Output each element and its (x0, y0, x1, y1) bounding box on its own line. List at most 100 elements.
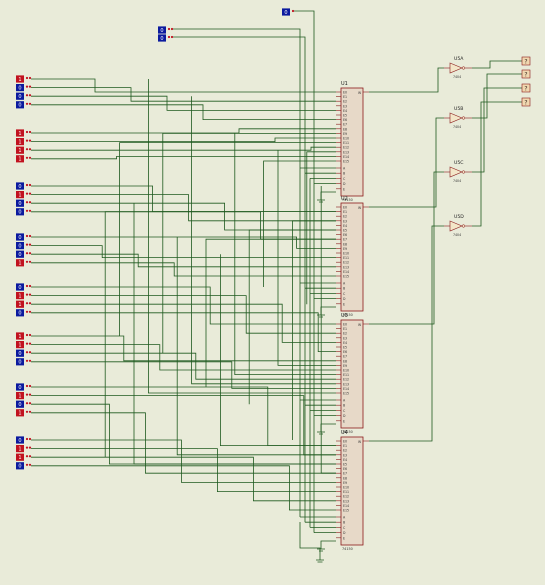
chip-pin-label: E13 (343, 499, 349, 503)
chip-output-label: W (358, 323, 362, 327)
logic-state-source (16, 259, 24, 267)
buffer-bubble (461, 116, 466, 120)
wire (220, 254, 336, 446)
logic-state-value: 0 (160, 28, 163, 34)
wire (31, 185, 336, 212)
chip-pin-label: E7 (343, 355, 347, 359)
logic-state-source (158, 26, 166, 34)
logic-state-value: 0 (18, 85, 21, 91)
pin-dot (25, 384, 29, 388)
chip-pin-label: E11 (343, 490, 349, 494)
pin-dot (28, 302, 32, 305)
pin-dot (25, 359, 29, 362)
logic-state-source (16, 191, 24, 199)
wire (31, 465, 336, 511)
wire (31, 236, 336, 249)
buffer-part: 7404 (453, 179, 461, 183)
probe-symbol: ? (524, 59, 527, 66)
chip-ref: U3 (341, 313, 348, 319)
buffer-bubble (461, 66, 466, 70)
wire (31, 245, 336, 258)
logic-state-source (16, 182, 24, 190)
chip-pin-label: E8 (343, 127, 347, 131)
chip-pin-label: E4 (343, 109, 347, 113)
chip-pin-label: E9 (343, 132, 347, 136)
chip-pin-label: A (343, 516, 346, 520)
wire (31, 211, 336, 240)
logic-state-value: 1 (18, 148, 21, 154)
wire (31, 448, 336, 492)
logic-state-source (16, 283, 24, 291)
chip-pin-label: E4 (343, 341, 347, 345)
chip-pin-label: E2 (343, 100, 347, 104)
logic-state-value: 1 (18, 455, 21, 461)
chip-pin-label: C (343, 409, 346, 413)
chip-pin-label: B (343, 521, 345, 525)
wire (31, 194, 336, 222)
chip-pin-label: E7 (343, 123, 347, 127)
logic-state-value: 0 (18, 184, 21, 190)
chip-pin-label: E10 (343, 137, 349, 141)
pin-dot (25, 183, 29, 187)
chip-pin-label: E11 (343, 141, 349, 145)
pin-dot (25, 234, 29, 238)
logic-state-source (16, 349, 24, 357)
chip-pin-label: E1 (343, 327, 347, 331)
logic-state-value: 0 (18, 351, 21, 357)
chip-output-label: W (358, 91, 362, 95)
chip-pin-label: E3 (343, 219, 347, 223)
pin-dot (25, 455, 29, 458)
pin-dot (25, 148, 29, 151)
chip-pin-label: E7 (343, 238, 347, 242)
wire (31, 352, 336, 380)
chip-pin-label: E0 (343, 323, 347, 327)
chip-pin-label: C (343, 177, 346, 181)
chip-pin-label: E2 (343, 215, 347, 219)
chip-pin-label: E5 (343, 114, 347, 118)
probe-symbol: ? (524, 86, 527, 93)
chip-u4: U4E0E1E2E3E4E5E6E7E8E9E10E11E12E13E14E15… (336, 430, 369, 551)
logic-probe-2: ? (521, 69, 531, 79)
pin-dot (28, 284, 32, 288)
logic-state-source (16, 292, 24, 300)
logic-state-value: 0 (18, 252, 21, 258)
logic-state-source (16, 155, 24, 163)
wire (104, 211, 336, 458)
probe-symbol: ? (524, 100, 527, 107)
chip-u1: U1E0E1E2E3E4E5E6E7E8E9E10E11E12E13E14E15… (336, 81, 369, 202)
logic-state-value: 1 (18, 192, 21, 198)
logic-state-source (16, 436, 24, 444)
logic-state-value: 0 (18, 464, 21, 470)
logic-state-value: 1 (18, 77, 21, 83)
wire (320, 186, 336, 474)
wire (31, 344, 336, 371)
pin-dot (25, 252, 29, 255)
select-inputs: 00 (158, 26, 174, 42)
chip-pin-label: E0 (343, 440, 347, 444)
pin-dot (25, 85, 29, 88)
chip-pin-label: E0 (343, 91, 347, 95)
logic-state-value: 0 (18, 235, 21, 241)
chip-pin-label: E11 (343, 256, 349, 260)
chip-pin-label: E10 (343, 486, 349, 490)
logic-state-source (16, 341, 24, 349)
chip-pin-label: E4 (343, 224, 347, 228)
logic-probe-4: ? (521, 97, 531, 107)
chip-pin-label: E15 (343, 275, 349, 279)
top-input: 0 (282, 8, 295, 16)
pin-dot (28, 393, 32, 396)
wire (306, 151, 336, 305)
logic-state-source (16, 462, 24, 470)
wire (472, 73, 522, 119)
pin-dot (25, 209, 29, 212)
chip-pin-label: B (343, 404, 345, 408)
chip-pin-label: D (343, 414, 346, 418)
logic-state-source (16, 75, 24, 83)
chip-ref: U4 (341, 430, 348, 436)
